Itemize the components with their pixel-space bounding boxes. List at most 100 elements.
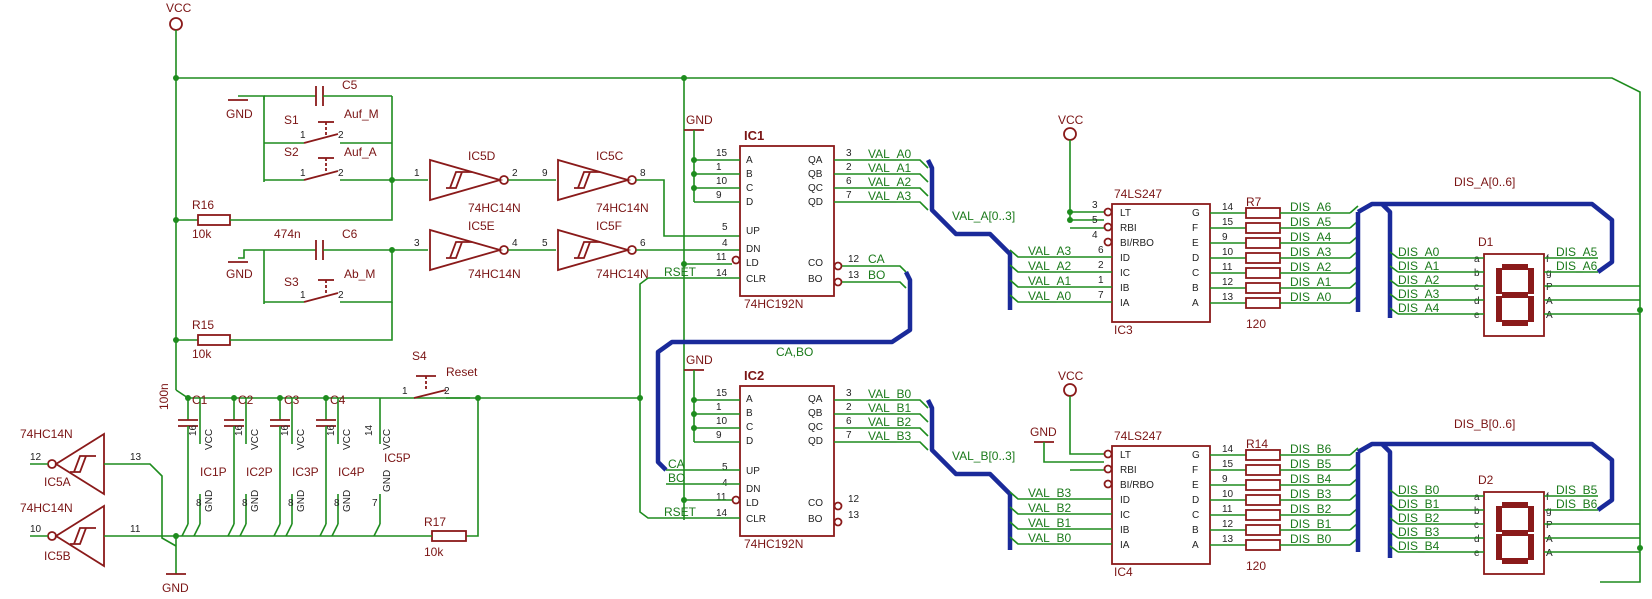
svg-text:13: 13 bbox=[848, 270, 860, 281]
svg-text:12: 12 bbox=[848, 494, 860, 505]
vcc-label-ic3: VCC bbox=[1058, 113, 1084, 127]
ic2-outputs: 32 67 VAL_B0 VAL_B1 VAL_B2 VAL_B3 bbox=[834, 387, 929, 451]
s3-name: Ab_M bbox=[344, 267, 375, 281]
svg-text:4: 4 bbox=[512, 238, 518, 249]
d2-label: D2 bbox=[1478, 473, 1494, 487]
svg-text:11: 11 bbox=[716, 252, 727, 263]
gnd-label-bottom: GND bbox=[162, 581, 189, 595]
resistor-net-label: DIS_B6 bbox=[1290, 442, 1332, 456]
svg-text:10: 10 bbox=[716, 416, 728, 427]
svg-text:UP: UP bbox=[746, 226, 760, 237]
svg-text:QC: QC bbox=[808, 422, 823, 433]
svg-text:VAL_B1: VAL_B1 bbox=[868, 401, 911, 415]
svg-text:6: 6 bbox=[1098, 245, 1104, 256]
display-net-label: DIS_B4 bbox=[1398, 539, 1440, 553]
svg-text:BI/RBO: BI/RBO bbox=[1120, 480, 1154, 491]
svg-text:c: c bbox=[1474, 520, 1479, 531]
s1-name: Auf_M bbox=[344, 107, 379, 121]
svg-text:14: 14 bbox=[1222, 444, 1234, 455]
r16-label: R16 bbox=[192, 198, 214, 212]
resistor bbox=[1245, 297, 1281, 309]
resistor-net-label: DIS_A1 bbox=[1290, 275, 1332, 289]
svg-text:VAL_A2: VAL_A2 bbox=[868, 175, 911, 189]
ic5e-label: IC5E bbox=[468, 219, 495, 233]
svg-text:f: f bbox=[1546, 254, 1549, 265]
svg-text:C: C bbox=[746, 183, 753, 194]
display-net-label: DIS_A6 bbox=[1556, 259, 1598, 273]
resistor-net-label: DIS_B5 bbox=[1290, 457, 1332, 471]
svg-text:8: 8 bbox=[288, 498, 294, 509]
svg-text:3: 3 bbox=[414, 238, 420, 249]
svg-text:15: 15 bbox=[1222, 459, 1234, 470]
svg-text:9: 9 bbox=[1222, 232, 1228, 243]
svg-text:2: 2 bbox=[444, 386, 450, 397]
svg-text:1: 1 bbox=[716, 402, 722, 413]
ic4-label: IC4 bbox=[1114, 565, 1133, 579]
ic5d-part: 74HC14N bbox=[468, 201, 521, 215]
svg-text:14: 14 bbox=[364, 424, 375, 436]
display-net-label: DIS_A2 bbox=[1398, 273, 1440, 287]
svg-text:BO: BO bbox=[668, 471, 685, 485]
dis-b-bus-loop bbox=[1356, 441, 1615, 512]
svg-text:14: 14 bbox=[716, 268, 728, 279]
d2-display: D2 abc de fgP AA bbox=[1474, 473, 1553, 575]
svg-text:10: 10 bbox=[1222, 247, 1234, 258]
svg-text:13: 13 bbox=[130, 452, 142, 463]
dis-a-bus-loop bbox=[1356, 201, 1615, 274]
gnd-label-4: GND bbox=[686, 353, 713, 367]
svg-text:IA: IA bbox=[1120, 540, 1130, 551]
svg-text:5: 5 bbox=[722, 462, 728, 473]
svg-text:4: 4 bbox=[722, 238, 728, 249]
svg-text:13: 13 bbox=[848, 510, 860, 521]
svg-text:F: F bbox=[1192, 223, 1198, 234]
svg-text:g: g bbox=[1546, 268, 1552, 279]
r17-label: R17 bbox=[424, 515, 446, 529]
c5-label: C5 bbox=[342, 78, 358, 92]
svg-text:VAL_A3: VAL_A3 bbox=[1028, 244, 1071, 258]
svg-text:QA: QA bbox=[808, 155, 823, 166]
svg-text:VAL_A3: VAL_A3 bbox=[868, 189, 911, 203]
svg-text:3: 3 bbox=[1092, 200, 1098, 211]
ic5c-part: 74HC14N bbox=[596, 201, 649, 215]
r15-value: 10k bbox=[192, 347, 212, 361]
svg-text:VAL_B3: VAL_B3 bbox=[1028, 486, 1071, 500]
resistor-net-label: DIS_A3 bbox=[1290, 245, 1332, 259]
s4-label: S4 bbox=[412, 349, 427, 363]
gnd-label-3: GND bbox=[686, 113, 713, 127]
svg-text:QD: QD bbox=[808, 197, 823, 208]
gnd-pin-label: GND bbox=[296, 490, 307, 512]
svg-text:g: g bbox=[1546, 506, 1552, 517]
ic2-inputs-gnd: GND CA BO RSET bbox=[639, 277, 740, 519]
svg-text:DN: DN bbox=[746, 244, 760, 255]
svg-text:IC3P: IC3P bbox=[292, 465, 319, 479]
vcc-pin-label: VCC bbox=[342, 429, 353, 450]
resistor bbox=[1245, 282, 1281, 294]
svg-text:3: 3 bbox=[846, 148, 852, 159]
r14-value: 120 bbox=[1246, 559, 1266, 573]
svg-text:7: 7 bbox=[372, 498, 378, 509]
display-net-label: DIS_A0 bbox=[1398, 245, 1440, 259]
display-net-label: DIS_B2 bbox=[1398, 511, 1440, 525]
svg-text:UP: UP bbox=[746, 466, 760, 477]
display-net-label: DIS_B6 bbox=[1556, 497, 1598, 511]
svg-text:2: 2 bbox=[1098, 260, 1104, 271]
d1-label: D1 bbox=[1478, 235, 1494, 249]
ic5f-part: 74HC14N bbox=[596, 267, 649, 281]
svg-text:10: 10 bbox=[716, 176, 728, 187]
svg-text:2: 2 bbox=[338, 290, 344, 301]
svg-text:A: A bbox=[746, 155, 753, 166]
ic5c-label: IC5C bbox=[596, 149, 624, 163]
display-net-label: DIS_B5 bbox=[1556, 483, 1598, 497]
resistor bbox=[1245, 509, 1281, 521]
svg-text:CA: CA bbox=[668, 457, 685, 471]
svg-text:IC4P: IC4P bbox=[338, 465, 365, 479]
svg-text:BO: BO bbox=[808, 514, 823, 525]
resistor-net-label: DIS_A5 bbox=[1290, 215, 1332, 229]
svg-text:15: 15 bbox=[1222, 217, 1234, 228]
svg-text:a: a bbox=[1474, 492, 1480, 503]
svg-text:CO: CO bbox=[808, 258, 823, 269]
svg-text:12: 12 bbox=[30, 452, 42, 463]
